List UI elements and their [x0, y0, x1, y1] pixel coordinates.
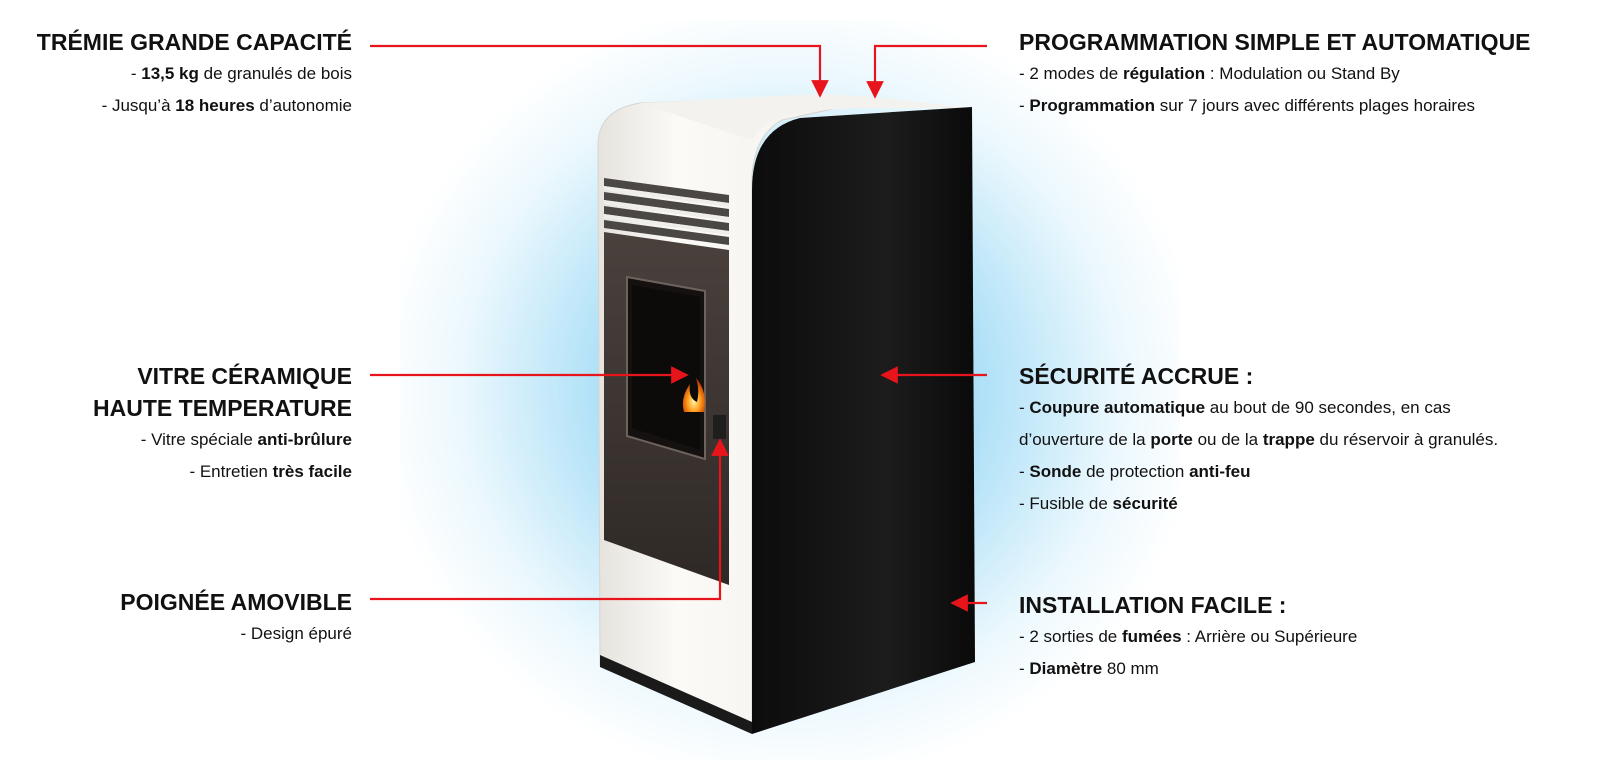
feature-line: - Design épuré [120, 618, 352, 650]
feature-line-text: sur 7 jours avec différents plages horai… [1155, 96, 1476, 115]
stove-base [600, 655, 752, 734]
feature-title: POIGNÉE AMOVIBLE [120, 589, 352, 615]
feature-line-bold-text: anti-feu [1189, 462, 1251, 481]
feature-lines: - Design épuré [120, 618, 352, 650]
feature-line: - 2 sorties de fumées : Arrière ou Supér… [1019, 621, 1357, 653]
feature-line-bold-text: 18 heures [175, 96, 255, 115]
feature-title: TRÉMIE GRANDE CAPACITÉ [36, 29, 352, 55]
feature-title: SÉCURITÉ ACCRUE : [1019, 363, 1254, 389]
feature-lines: - 2 modes de régulation : Modulation ou … [1019, 58, 1531, 122]
feature-lines: - 13,5 kg de granulés de bois- Jusqu’à 1… [37, 58, 352, 122]
stove-louvers [604, 178, 729, 245]
feature-line-text: d’autonomie [254, 96, 352, 115]
feature-line-text: - [1019, 398, 1030, 417]
feature-line-text: - 2 modes de [1019, 64, 1123, 83]
feature-title: INSTALLATION FACILE : [1019, 592, 1287, 618]
feature-line-text: 80 mm [1102, 659, 1159, 678]
feature-line-text: - [1019, 462, 1030, 481]
feature-line-bold-text: très facile [272, 462, 352, 481]
feature-line-bold-text: sécurité [1112, 494, 1178, 513]
feature-title: PROGRAMMATION SIMPLE ET AUTOMATIQUE [1019, 29, 1531, 55]
feature-line: - Vitre spéciale anti-brûlure [93, 424, 352, 456]
feature-line-text: - [1019, 96, 1030, 115]
feature-line: - 13,5 kg de granulés de bois [37, 58, 352, 90]
stove-top-lid [640, 94, 968, 140]
feature-line-text: - Jusqu’à [101, 96, 176, 115]
feature-lines: - Vitre spéciale anti-brûlure- Entretien… [93, 424, 352, 488]
feature-lines: - Coupure automatique au bout de 90 seco… [1019, 392, 1498, 520]
feature-line-bold-text: Diamètre [1029, 659, 1103, 678]
feature-line-text: de granulés de bois [198, 64, 352, 83]
arrow-tremie [370, 44, 829, 98]
feature-line-text: : Arrière ou Supérieure [1181, 627, 1358, 646]
feature-poignee: POIGNÉE AMOVIBLE - Design épuré [120, 586, 352, 650]
feature-line-bold-text: Sonde [1029, 462, 1082, 481]
feature-line: - Coupure automatique au bout de 90 seco… [1019, 392, 1498, 424]
feature-tremie: TRÉMIE GRANDE CAPACITÉ - 13,5 kg de gran… [37, 26, 352, 122]
feature-lines: - 2 sorties de fumées : Arrière ou Supér… [1019, 621, 1357, 685]
arrow-programmation [866, 44, 987, 99]
arrow-poignee [370, 438, 729, 601]
feature-vitre: VITRE CÉRAMIQUE HAUTE TEMPERATURE - Vitr… [93, 360, 352, 488]
feature-line-bold-text: anti-brûlure [257, 430, 352, 449]
feature-title-line-2: HAUTE TEMPERATURE [93, 395, 352, 421]
feature-line: - Fusible de sécurité [1019, 488, 1498, 520]
feature-securite: SÉCURITÉ ACCRUE : - Coupure automatique … [1019, 360, 1498, 520]
door-handle [713, 415, 726, 439]
feature-line-text: - [1019, 659, 1030, 678]
feature-line: d’ouverture de la porte ou de la trappe … [1019, 424, 1498, 456]
feature-line-text: - Fusible de [1019, 494, 1113, 513]
feature-line-bold-text: fumées [1122, 627, 1182, 646]
feature-line-bold-text: régulation [1122, 64, 1206, 83]
feature-installation: INSTALLATION FACILE : - 2 sorties de fum… [1019, 589, 1357, 685]
feature-line-text: de protection [1081, 462, 1190, 481]
feature-line-bold-text: Programmation [1029, 96, 1156, 115]
feature-line-text: d’ouverture de la [1019, 430, 1151, 449]
feature-line: - 2 modes de régulation : Modulation ou … [1019, 58, 1531, 90]
stove-side-panel [752, 107, 975, 734]
feature-line-text: ou de la [1192, 430, 1263, 449]
feature-line-text: - [130, 64, 142, 83]
feature-line-bold-text: trappe [1262, 430, 1315, 449]
feature-line: - Programmation sur 7 jours avec différe… [1019, 90, 1531, 122]
feature-line: - Jusqu’à 18 heures d’autonomie [37, 90, 352, 122]
feature-line: - Diamètre 80 mm [1019, 653, 1357, 685]
feature-title-line-1: VITRE CÉRAMIQUE [137, 363, 352, 389]
feature-line-text: - Vitre spéciale [140, 430, 258, 449]
feature-line-text: - Design épuré [240, 624, 352, 643]
feature-programmation: PROGRAMMATION SIMPLE ET AUTOMATIQUE - 2 … [1019, 26, 1531, 122]
feature-line: - Sonde de protection anti-feu [1019, 456, 1498, 488]
feature-line-text: - 2 sorties de [1019, 627, 1122, 646]
feature-line-text: du réservoir à granulés. [1314, 430, 1499, 449]
feature-line-bold-text: Coupure automatique [1029, 398, 1206, 417]
feature-line-bold-text: 13,5 kg [141, 64, 199, 83]
feature-line-text: : Modulation ou Stand By [1205, 64, 1400, 83]
feature-line-text: au bout de 90 secondes, en cas [1205, 398, 1451, 417]
fire-flame [682, 378, 705, 412]
feature-line-bold-text: porte [1150, 430, 1193, 449]
feature-line-text: - Entretien [189, 462, 273, 481]
feature-line: - Entretien très facile [93, 456, 352, 488]
